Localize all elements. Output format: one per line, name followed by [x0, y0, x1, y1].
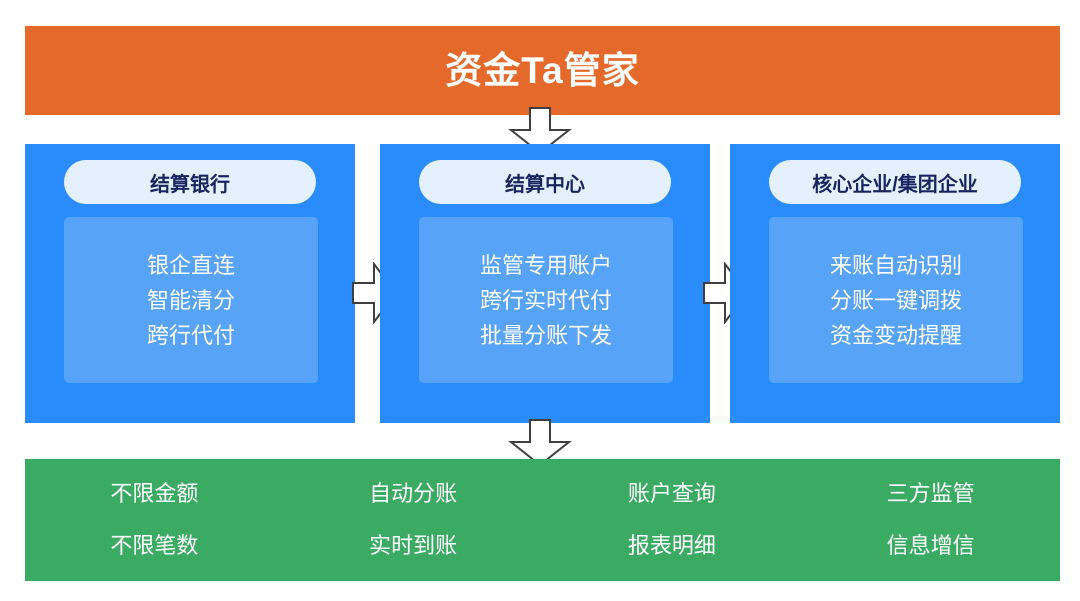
feature-column: 不限金额 不限笔数 — [25, 468, 284, 572]
panel-item: 银企直连 — [146, 252, 235, 278]
panel-header-pill-3: 核心企业/集团企业 — [769, 160, 1021, 204]
title-banner: 资金Ta管家 — [25, 26, 1060, 115]
feature-item: 实时到账 — [369, 533, 458, 558]
feature-item: 不限金额 — [110, 481, 199, 506]
panel-core-enterprise: 核心企业/集团企业 来账自动识别 分账一键调拨 资金变动提醒 — [730, 144, 1060, 423]
panel-header-pill-1: 结算银行 — [64, 160, 316, 204]
page-title: 资金Ta管家 — [445, 50, 640, 91]
feature-column: 三方监管 信息增信 — [801, 468, 1060, 572]
feature-item: 三方监管 — [886, 481, 975, 506]
panel-header-label-3: 核心企业/集团企业 — [812, 173, 978, 196]
panel-item: 监管专用账户 — [479, 252, 612, 278]
feature-column: 账户查询 报表明细 — [543, 468, 802, 572]
feature-column: 自动分账 实时到账 — [284, 468, 543, 572]
panel-item: 来账自动识别 — [829, 252, 962, 278]
panel-item: 分账一键调拨 — [829, 287, 962, 313]
feature-band: 不限金额 不限笔数 自动分账 实时到账 账户查询 报表明细 三方监管 信息增信 — [25, 459, 1060, 581]
feature-item: 信息增信 — [886, 533, 975, 558]
panel-body-3: 来账自动识别 分账一键调拨 资金变动提醒 — [769, 217, 1023, 383]
panel-body-1: 银企直连 智能清分 跨行代付 — [64, 217, 318, 383]
panel-header-pill-2: 结算中心 — [419, 160, 671, 204]
panel-item: 批量分账下发 — [479, 322, 612, 348]
panel-settlement-center: 结算中心 监管专用账户 跨行实时代付 批量分账下发 — [380, 144, 710, 423]
feature-item: 不限笔数 — [110, 533, 199, 558]
panel-item: 跨行代付 — [146, 322, 235, 348]
panel-header-label-2: 结算中心 — [505, 173, 585, 196]
arrow-down-title-to-panels-icon — [508, 107, 572, 155]
panel-settlement-bank: 结算银行 银企直连 智能清分 跨行代付 — [25, 144, 355, 423]
panel-body-2: 监管专用账户 跨行实时代付 批量分账下发 — [419, 217, 673, 383]
panel-header-label-1: 结算银行 — [150, 173, 230, 196]
feature-item: 报表明细 — [627, 533, 716, 558]
panel-item: 跨行实时代付 — [479, 287, 612, 313]
feature-item: 自动分账 — [369, 481, 458, 506]
panel-item: 资金变动提醒 — [829, 322, 962, 348]
arrow-down-panels-to-features-icon — [508, 419, 572, 467]
panel-item: 智能清分 — [146, 287, 235, 313]
feature-item: 账户查询 — [627, 481, 716, 506]
